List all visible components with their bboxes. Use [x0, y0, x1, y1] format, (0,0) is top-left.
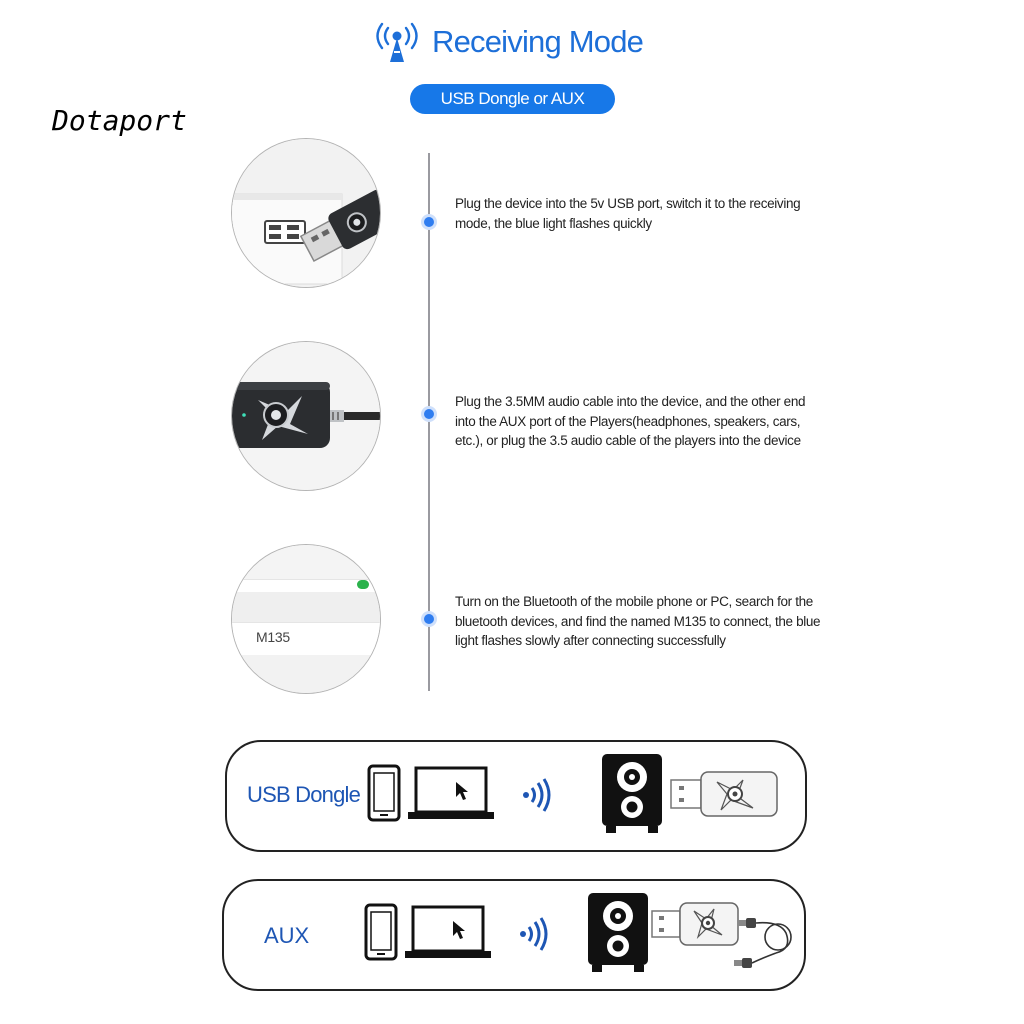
step-1-illustration	[231, 138, 381, 288]
wireless-signal-icon	[376, 22, 418, 62]
page-title: Receiving Mode	[432, 24, 644, 59]
phone-icon	[364, 903, 398, 961]
step-2-text: Plug the 3.5MM audio cable into the devi…	[455, 394, 806, 448]
usb-dongle-icon	[670, 771, 778, 817]
usb-port-image	[232, 139, 380, 287]
timeline-dot-3	[424, 614, 434, 624]
header: Receiving Mode	[0, 18, 1024, 68]
brand-watermark: Dotaport	[52, 104, 187, 137]
step-3-text: Turn on the Bluetooth of the mobile phon…	[455, 594, 821, 648]
step-3-illustration: M135	[231, 544, 381, 694]
timeline-line	[428, 153, 430, 691]
timeline-dot-2	[424, 409, 434, 419]
speaker-icon	[588, 893, 648, 972]
usb-dongle-label: USB Dongle	[247, 782, 361, 807]
phone-icon	[367, 764, 401, 822]
laptop-icon	[405, 905, 491, 958]
speaker-icon	[602, 754, 662, 833]
status-toggle	[357, 580, 369, 589]
usb-dongle-panel: USB Dongle	[225, 740, 807, 852]
aux-label: AUX	[264, 923, 310, 948]
bt-device-name: M135	[256, 629, 290, 645]
bluetooth-signal-icon	[523, 778, 551, 812]
audio-cable-image	[232, 342, 380, 490]
timeline-dot-1	[424, 217, 434, 227]
aux-panel: AUX	[222, 879, 806, 991]
step-1-text: Plug the device into the 5v USB port, sw…	[455, 196, 801, 231]
bluetooth-signal-icon	[520, 917, 548, 951]
step-2-illustration	[231, 341, 381, 491]
laptop-icon	[408, 766, 494, 819]
aux-dongle-cable-icon	[651, 902, 792, 968]
mode-pill: USB Dongle or AUX	[410, 84, 615, 114]
